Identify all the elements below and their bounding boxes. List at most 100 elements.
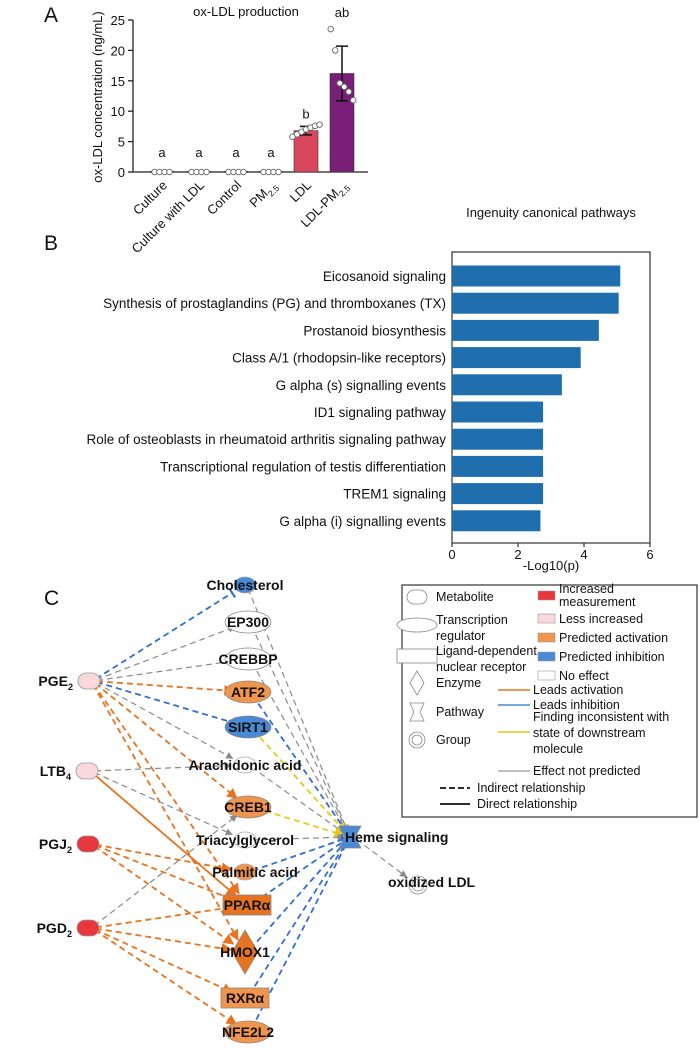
legend-line-label: Effect not predicted — [533, 764, 641, 778]
chart-a-significance-label: a — [232, 145, 240, 160]
legend-color-swatch — [537, 632, 556, 643]
chart-b-bar — [452, 483, 544, 505]
panel-label-a: A — [44, 4, 58, 27]
group-shape-icon — [408, 731, 426, 749]
edge-pgj2-to-ppara — [95, 844, 235, 902]
edge-pge2-to-arachidonic — [95, 682, 234, 759]
node-label: PGD2 — [37, 920, 72, 939]
chart-b-category-label: TREM1 signaling — [343, 487, 446, 502]
node-label: ATF2 — [231, 684, 265, 700]
pathway-shape-icon — [338, 825, 362, 849]
edge-pge2-to-creb1 — [94, 682, 238, 800]
edge-arachidonic-to-heme — [251, 766, 346, 835]
edge-pgd2-to-rxra — [94, 928, 234, 994]
chart-a-point — [350, 97, 357, 104]
chart-b-bar — [452, 401, 544, 423]
node-label-text: Heme signaling — [345, 829, 448, 845]
node-label-text: CREBBP — [218, 651, 277, 667]
panel-label-b: B — [44, 232, 58, 255]
node-triacylglycerol: Triacylglycerol — [196, 831, 294, 849]
chart-a-title: ox-LDL production — [193, 4, 299, 19]
metabolite-node-shape — [233, 831, 257, 849]
node-label-text: oxidized LDL — [388, 874, 476, 890]
edge-pge2-to-sirt1 — [96, 681, 237, 729]
chart-b-xtick-label: 6 — [646, 547, 653, 562]
chart-b-xtick-label: 2 — [514, 547, 521, 562]
chart-b-category-label: G alpha (s) signalling events — [276, 378, 447, 393]
legend-line-label: Leads inhibition — [533, 698, 620, 712]
edge-pgj2-to-palmitic — [95, 843, 233, 874]
chart-b-bar — [452, 347, 581, 369]
node-label: CREBBP — [218, 651, 277, 667]
node-rxra: RXRα — [220, 987, 270, 1009]
edge-palmitic-to-heme — [252, 833, 347, 872]
node-label: NFE2L2 — [222, 1024, 274, 1040]
node-label: oxidized LDL — [388, 874, 476, 890]
edge-pgd2-to-hmox1 — [95, 927, 233, 954]
chart-a-significance-label: a — [195, 145, 203, 160]
chart-a-ytick-label: 5 — [118, 135, 125, 150]
legend-shape-label: Transcription — [436, 613, 508, 627]
chart-a-point — [327, 25, 335, 33]
legend-line-label: Finding inconsistent with — [533, 710, 669, 724]
node-label-text: PGE — [38, 673, 68, 689]
enzyme-shape-icon — [409, 670, 425, 696]
edge-rxra-to-heme — [248, 839, 352, 996]
metabolite-node-shape — [233, 576, 257, 594]
chart-a-point — [336, 79, 344, 87]
node-ltb4: LTB4 — [40, 762, 99, 782]
chart-a-category-label-text: LDL — [287, 178, 314, 205]
chart-b-category-label: Synthesis of prostaglandins (PG) and thr… — [103, 296, 446, 311]
chart-a-bar — [293, 130, 319, 173]
legend-color-label: No effect — [559, 669, 609, 683]
chart-b-category-label: Prostanoid biosynthesis — [303, 323, 446, 338]
chart-a-category-label: LDL — [287, 178, 314, 205]
chart-a-category-label-text: Control — [204, 177, 244, 217]
legend-color-label: Predicted activation — [559, 631, 668, 645]
transcription-regulator-shape-icon — [396, 617, 438, 633]
edge-ltb4-to-triacylglycerol — [94, 772, 233, 836]
node-label: Heme signaling — [345, 829, 448, 845]
node-label-text: PGD — [37, 920, 67, 936]
edge-pge2-to-atf2 — [96, 680, 236, 696]
node-arachidonic: Arachidonic acid — [189, 756, 301, 774]
network-legend: MetaboliteTranscriptionregulatorLigand-d… — [396, 582, 698, 818]
chart-b-bar — [452, 265, 621, 287]
legend-color-label: measurement — [559, 595, 636, 609]
chart-a-ytick-label: 10 — [111, 104, 125, 119]
metabolite-node-shape — [76, 835, 100, 853]
chart-a-ylabel: ox-LDL concentration (ng/mL) — [90, 11, 105, 183]
node-label-text: RXRα — [226, 990, 265, 1006]
chart-a-point — [166, 168, 173, 176]
edge-creb1-to-heme — [255, 807, 346, 838]
chart-b-category-label: G alpha (i) signalling events — [279, 514, 446, 529]
legend-line-label: Leads activation — [533, 683, 623, 697]
node-hmox1: HMOX1 — [220, 929, 270, 975]
chart-b-xlabel: -Log10(p) — [523, 558, 579, 573]
chart-b-category-label: Eicosanoid signaling — [323, 269, 446, 284]
chart-a-significance-label: b — [302, 106, 309, 121]
node-label-text: Cholesterol — [206, 577, 283, 593]
node-label-text: CREB1 — [224, 799, 272, 815]
node-label-text: EP300 — [227, 614, 269, 630]
node-label: PPARα — [224, 897, 271, 913]
node-crebbp: CREBBP — [218, 647, 278, 671]
edge-pgd2-to-nfe2l2 — [94, 929, 238, 1026]
node-oxldl: oxidized LDL — [388, 874, 476, 895]
chart-b-xtick-label: 4 — [580, 547, 587, 562]
node-label-text: HMOX1 — [220, 944, 270, 960]
node-atf2: ATF2 — [224, 680, 272, 704]
edge-triacylglycerol-to-heme — [252, 833, 345, 841]
node-label: EP300 — [227, 614, 269, 630]
legend-color-swatch — [537, 651, 556, 662]
node-cholesterol: Cholesterol — [206, 576, 284, 594]
chart-a-category-label: Control — [204, 177, 244, 217]
node-label: CREB1 — [224, 799, 272, 815]
chart-b-bar — [452, 428, 544, 450]
chart-b-bar — [452, 510, 541, 532]
node-label: SIRT1 — [228, 719, 268, 735]
node-creb1: CREB1 — [224, 795, 272, 819]
chart-a-point — [316, 121, 323, 128]
transcription-regulator-shape-icon — [224, 647, 272, 671]
legend-box — [401, 584, 698, 818]
